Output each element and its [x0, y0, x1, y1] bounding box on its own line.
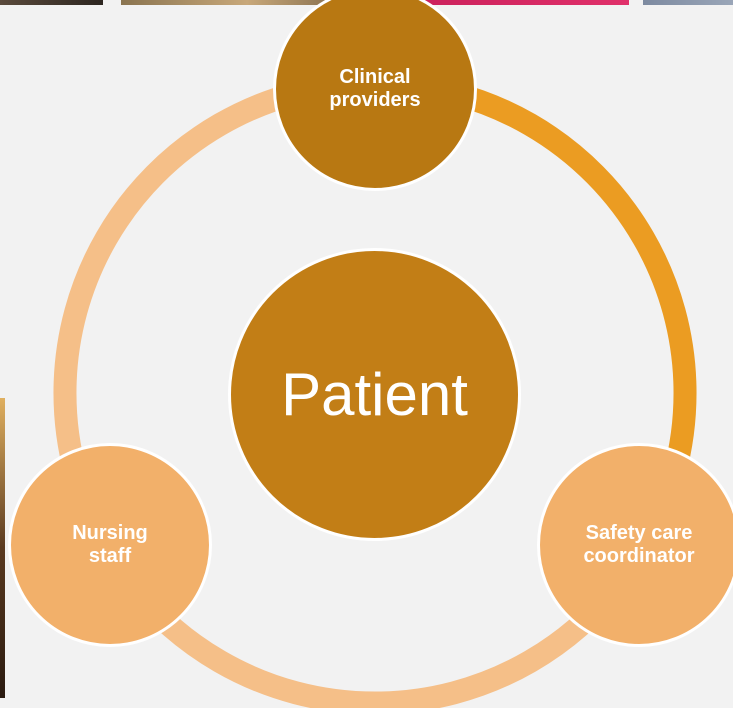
node-label: Safety care coordinator — [583, 522, 695, 567]
photo-fragment — [387, 0, 629, 5]
node-label: Nursing staff — [72, 522, 148, 567]
node-nursing-staff: Nursing staff — [8, 443, 212, 647]
center-patient-circle: Patient — [228, 248, 521, 541]
photo-fragment — [643, 0, 733, 5]
node-clinical-providers: Clinical providers — [273, 0, 477, 191]
photo-fragment — [0, 398, 5, 698]
photo-fragment — [0, 0, 103, 5]
node-label: Clinical providers — [329, 66, 421, 111]
photo-fragment — [121, 0, 373, 5]
center-label: Patient — [281, 361, 468, 428]
node-safety-care-coordinator: Safety care coordinator — [537, 443, 733, 647]
